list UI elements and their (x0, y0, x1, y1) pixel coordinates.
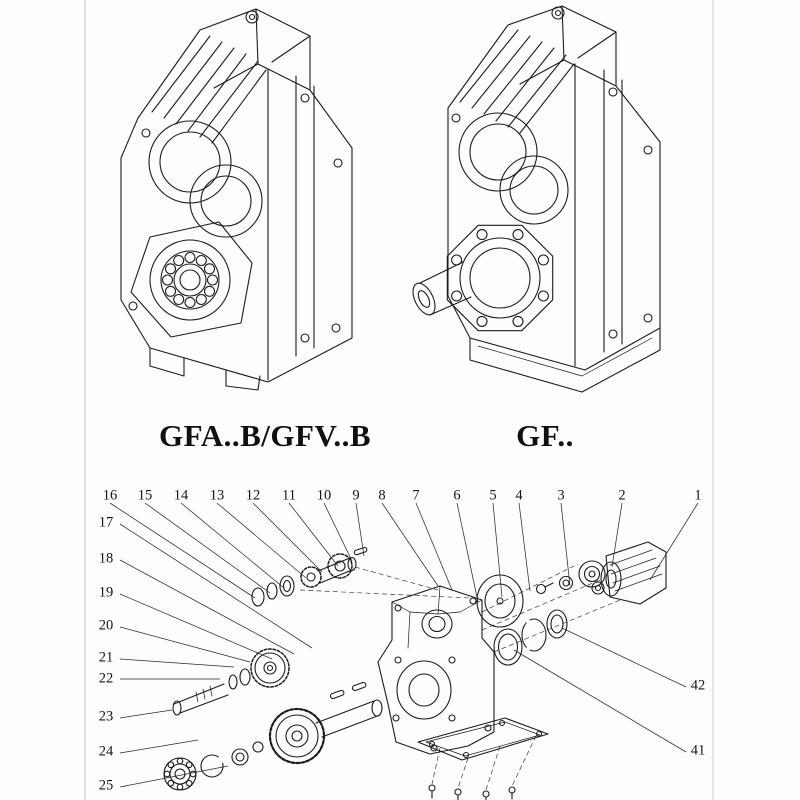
callout-18: 18 (98, 550, 114, 567)
side-flange-strip (603, 69, 623, 353)
callout-25: 25 (98, 777, 114, 794)
gear-bores (148, 120, 263, 238)
callout-23: 23 (98, 708, 114, 725)
bottom-cover-plate (417, 717, 549, 800)
callout-5: 5 (489, 487, 497, 504)
lifting-eye-icon (551, 6, 565, 20)
callout-24: 24 (98, 743, 114, 760)
callout-11: 11 (282, 487, 296, 504)
cooling-ribs (459, 29, 575, 134)
callout-15: 15 (137, 487, 153, 504)
gearbox-drawing-gf (412, 5, 661, 393)
output-gear-parts (172, 648, 383, 765)
exploded-parts-diagram (109, 502, 699, 800)
callout-2: 2 (618, 487, 626, 504)
callout-10: 10 (316, 487, 332, 504)
input-shaft-parts (251, 546, 368, 607)
callout-16: 16 (102, 487, 118, 504)
callout-21: 21 (98, 649, 114, 666)
bearing-parts (163, 741, 264, 791)
output-shaft (412, 261, 472, 316)
callout-20: 20 (98, 617, 114, 634)
shaft-key (329, 689, 345, 700)
callout-17: 17 (98, 514, 114, 531)
input-adapter (591, 541, 667, 605)
shaft-key (351, 681, 367, 692)
callout-12: 12 (245, 487, 261, 504)
leader-lines (109, 502, 699, 788)
callout-13: 13 (209, 487, 225, 504)
base-feet (469, 327, 661, 393)
snap-ring (521, 618, 547, 652)
cover-screws (428, 784, 516, 800)
model-label-gf: GF.. (516, 418, 574, 453)
callout-7: 7 (412, 487, 420, 504)
callout-3: 3 (557, 487, 565, 504)
callout-42: 42 (690, 677, 706, 694)
callout-9: 9 (352, 487, 360, 504)
callout-22: 22 (98, 670, 114, 687)
callout-6: 6 (453, 487, 461, 504)
gear-housing (377, 585, 495, 755)
side-flange-strip (295, 75, 315, 357)
shaft-key (353, 546, 368, 556)
model-label-gfab-gfvb: GFA..B/GFV..B (158, 418, 372, 453)
callout-14: 14 (173, 487, 189, 504)
callout-41: 41 (690, 742, 706, 759)
cover-and-seal-parts (476, 560, 606, 666)
page-edge-left (84, 0, 86, 800)
lifting-eye-icon (245, 10, 259, 24)
callout-19: 19 (98, 584, 114, 601)
callout-1: 1 (694, 487, 702, 504)
page-edge-right (712, 0, 714, 800)
snap-ring (200, 754, 224, 778)
gear-bores (458, 112, 569, 225)
callout-4: 4 (515, 487, 523, 504)
callout-8: 8 (378, 487, 386, 504)
assembly-axis-lines (299, 563, 621, 791)
gearbox-drawing-gfab-gfvb (120, 8, 353, 391)
product-drawings (120, 5, 661, 393)
cooling-ribs (151, 35, 267, 144)
output-flange (446, 224, 554, 332)
hollow-shaft-bearing (130, 221, 253, 338)
